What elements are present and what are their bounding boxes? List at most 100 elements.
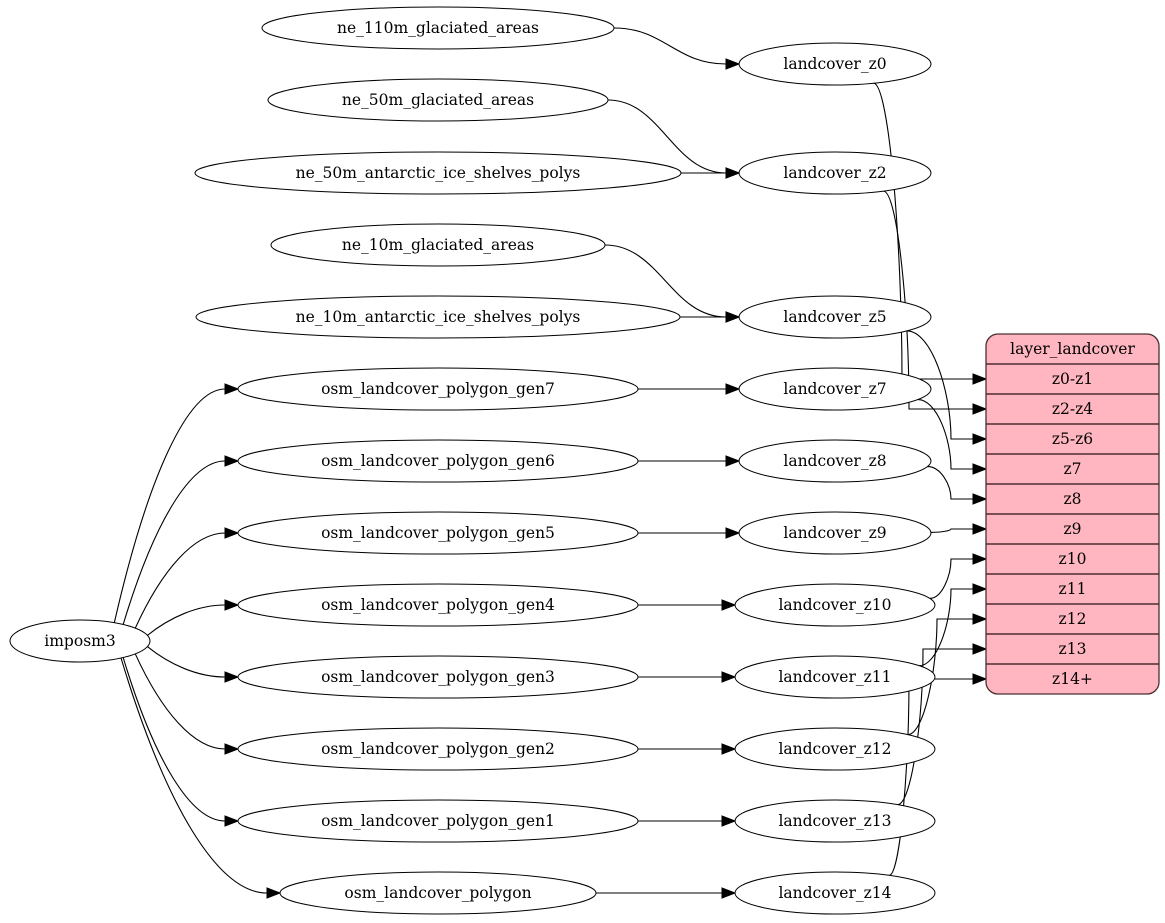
input-node-ellipse [237, 727, 639, 771]
layer-node-ellipse [738, 295, 932, 339]
arrowhead [224, 455, 240, 467]
node-label: imposm3 [44, 632, 115, 650]
table-row-z12[interactable]: z12 [1059, 610, 1087, 628]
input-node-ellipse [279, 871, 597, 915]
edge-ne_110m_glaciated_areas-to-landcover_z0 [613, 27, 727, 65]
node-ne_10m_antarctic_ice_shelves_polys[interactable]: ne_10m_antarctic_ice_shelves_polys [195, 295, 681, 339]
node-osm_landcover_polygon_gen3[interactable]: osm_landcover_polygon_gen3 [237, 655, 639, 699]
input-node-ellipse [270, 223, 606, 267]
node-label: landcover_z14 [778, 884, 891, 902]
node-label: landcover_z11 [778, 668, 891, 686]
node-osm_landcover_polygon_gen2[interactable]: osm_landcover_polygon_gen2 [237, 727, 639, 771]
table-row-z9[interactable]: z9 [1063, 520, 1081, 538]
edge-landcover_z9-to-table [930, 528, 973, 533]
node-label: landcover_z8 [783, 452, 886, 470]
node-label: landcover_z0 [783, 55, 886, 73]
node-imposm3[interactable]: imposm3 [9, 619, 151, 663]
node-landcover_z0[interactable]: landcover_z0 [738, 42, 932, 86]
table-row-z8[interactable]: z8 [1063, 490, 1081, 508]
input-node-ellipse [267, 78, 609, 122]
layer-node-ellipse [734, 799, 936, 843]
input-node-ellipse [237, 583, 639, 627]
node-label: osm_landcover_polygon_gen5 [321, 524, 555, 542]
layer-node-ellipse [738, 367, 932, 411]
arrowhead [972, 523, 988, 535]
arrowhead [972, 583, 988, 595]
arrowhead [266, 887, 282, 899]
node-label: ne_50m_glaciated_areas [342, 91, 534, 109]
arrowhead [972, 403, 988, 415]
node-landcover_z12[interactable]: landcover_z12 [734, 727, 936, 771]
node-landcover_z10[interactable]: landcover_z10 [734, 583, 936, 627]
node-osm_landcover_polygon_gen7[interactable]: osm_landcover_polygon_gen7 [237, 367, 639, 411]
node-ne_50m_antarctic_ice_shelves_polys[interactable]: ne_50m_antarctic_ice_shelves_polys [194, 151, 682, 195]
node-landcover_z8[interactable]: landcover_z8 [738, 439, 932, 483]
edge-landcover_z8-to-table [927, 466, 973, 500]
node-osm_landcover_polygon_gen5[interactable]: osm_landcover_polygon_gen5 [237, 511, 639, 555]
edge-landcover_z11-to-table [919, 588, 973, 667]
table-row-z13[interactable]: z13 [1059, 640, 1087, 658]
arrowhead [972, 493, 988, 505]
edge-landcover_z5-to-table [906, 330, 973, 440]
arrowhead [972, 613, 988, 625]
node-landcover_z13[interactable]: landcover_z13 [734, 799, 936, 843]
table-row-z5-z6[interactable]: z5-z6 [1052, 430, 1093, 448]
node-label: osm_landcover_polygon_gen1 [321, 812, 555, 830]
node-label: osm_landcover_polygon [344, 884, 531, 902]
table-row-z10[interactable]: z10 [1059, 550, 1087, 568]
nodes-layer: ne_110m_glaciated_areas ne_50m_glaciated_… [9, 6, 936, 915]
table-row-z11[interactable]: z11 [1059, 580, 1087, 598]
input-node-ellipse [237, 439, 639, 483]
arrowhead [224, 383, 240, 395]
edge-imposm3-to-osm_landcover_polygon_gen5 [134, 532, 226, 629]
node-osm_landcover_polygon_gen6[interactable]: osm_landcover_polygon_gen6 [237, 439, 639, 483]
arrowhead [224, 527, 240, 539]
node-osm_landcover_polygon_gen4[interactable]: osm_landcover_polygon_gen4 [237, 583, 639, 627]
arrowhead [972, 643, 988, 655]
node-landcover_z11[interactable]: landcover_z11 [734, 655, 936, 699]
table-row-z2-z4[interactable]: z2-z4 [1052, 400, 1093, 418]
edge-imposm3-to-osm_landcover_polygon_gen1 [122, 656, 226, 822]
table-row-z0-z1[interactable]: z0-z1 [1052, 370, 1093, 388]
edge-imposm3-to-osm_landcover_polygon [120, 657, 268, 894]
node-osm_landcover_polygon[interactable]: osm_landcover_polygon [279, 871, 597, 915]
node-label: osm_landcover_polygon_gen3 [321, 668, 555, 686]
node-landcover_z5[interactable]: landcover_z5 [738, 295, 932, 339]
arrowhead [721, 815, 737, 827]
node-landcover_z14[interactable]: landcover_z14 [734, 871, 936, 915]
table-body: z0-z1z2-z4z5-z6z7z8z9z10z11z12z13z14+lay… [986, 334, 1159, 694]
edge-ne_50m_glaciated_areas-to-landcover_z2 [607, 99, 727, 174]
node-landcover_z2[interactable]: landcover_z2 [738, 151, 932, 195]
input-node-ellipse [194, 151, 682, 195]
table-row-z14+[interactable]: z14+ [1052, 670, 1093, 688]
layer-node-ellipse [734, 871, 936, 915]
input-node-ellipse [237, 655, 639, 699]
arrowhead [972, 553, 988, 565]
edge-landcover_z10-to-table [929, 558, 973, 599]
node-ne_110m_glaciated_areas[interactable]: ne_110m_glaciated_areas [261, 6, 615, 50]
arrowhead [721, 599, 737, 611]
arrowhead [972, 463, 988, 475]
node-landcover_z7[interactable]: landcover_z7 [738, 367, 932, 411]
node-label: landcover_z5 [783, 308, 886, 326]
node-ne_10m_glaciated_areas[interactable]: ne_10m_glaciated_areas [270, 223, 606, 267]
arrowhead [721, 671, 737, 683]
edge-imposm3-to-osm_landcover_polygon_gen3 [146, 645, 226, 678]
layer-node-ellipse [738, 439, 932, 483]
edge-imposm3-to-osm_landcover_polygon_gen2 [134, 653, 226, 750]
layer-node-ellipse [738, 42, 932, 86]
arrowhead [224, 743, 240, 755]
node-label: osm_landcover_polygon_gen7 [321, 380, 555, 398]
node-label: osm_landcover_polygon_gen4 [321, 596, 555, 614]
node-label: landcover_z10 [778, 596, 891, 614]
node-label: ne_10m_antarctic_ice_shelves_polys [296, 308, 581, 326]
table-row-z7[interactable]: z7 [1063, 460, 1081, 478]
edge-landcover_z0-to-table [873, 82, 973, 380]
arrowhead [725, 167, 741, 179]
node-landcover_z9[interactable]: landcover_z9 [738, 511, 932, 555]
arrowhead [224, 671, 240, 683]
node-osm_landcover_polygon_gen1[interactable]: osm_landcover_polygon_gen1 [237, 799, 639, 843]
node-label: landcover_z12 [778, 740, 891, 758]
node-ne_50m_glaciated_areas[interactable]: ne_50m_glaciated_areas [267, 78, 609, 122]
